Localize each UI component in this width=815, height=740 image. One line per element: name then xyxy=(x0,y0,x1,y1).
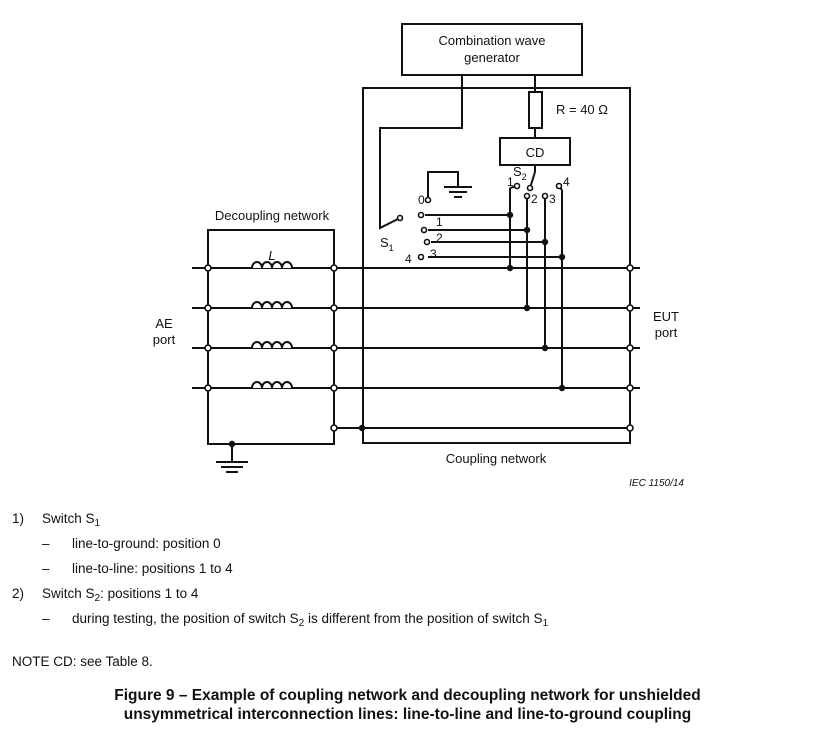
junction-dot-9 xyxy=(358,424,366,432)
terminal-2-1 xyxy=(204,304,212,312)
switch-contact-5 xyxy=(417,253,425,261)
terminal-4-2 xyxy=(330,384,338,392)
resistor-label: R = 40 Ω xyxy=(556,102,608,117)
cd-label: CD xyxy=(526,145,545,160)
inductor-label: L xyxy=(268,248,275,263)
junction-dot-1 xyxy=(506,211,514,219)
junction-dot-4 xyxy=(558,253,566,261)
ae-port-label-2: port xyxy=(153,332,176,347)
resistor xyxy=(528,91,543,129)
junction-dot-8 xyxy=(558,384,566,392)
switch-contact-9 xyxy=(523,192,531,200)
terminal-4-1 xyxy=(204,384,212,392)
terminal-ground-right xyxy=(626,424,634,432)
figure-caption: Figure 9 – Example of coupling network a… xyxy=(0,686,815,724)
s2-pos-2: 2 xyxy=(531,192,538,206)
generator-label-1: Combination wave xyxy=(439,33,546,48)
s1-pos-0: 0 xyxy=(418,193,425,207)
s2-pos-3: 3 xyxy=(549,192,556,206)
terminal-2-2 xyxy=(330,304,338,312)
inductor-coil-2 xyxy=(251,301,293,309)
caption-line-1: Figure 9 – Example of coupling network a… xyxy=(114,687,701,704)
terminal-1-2 xyxy=(330,264,338,272)
s2-pos-4: 4 xyxy=(563,175,570,189)
switch-contact-3 xyxy=(420,226,428,234)
switch-contact-8 xyxy=(526,184,534,192)
s1-pos-3: 3 xyxy=(430,247,437,261)
switch-contact-4 xyxy=(423,238,431,246)
caption-line-2: unsymmetrical interconnection lines: lin… xyxy=(123,706,692,723)
switch-contact-10 xyxy=(541,192,549,200)
eut-port-label-2: port xyxy=(655,325,678,340)
notes: 1)Switch S1 –line-to-ground: position 0 … xyxy=(12,506,802,631)
note-1: 1)Switch S1 xyxy=(12,511,101,529)
junction-dot-2 xyxy=(523,226,531,234)
source-reference: IEC 1150/14 xyxy=(629,478,684,489)
s2-pos-1: 1 xyxy=(507,175,514,189)
junction-dot-5 xyxy=(506,264,514,272)
terminal-ground-left xyxy=(330,424,338,432)
terminal-3-3 xyxy=(626,344,634,352)
generator-box xyxy=(401,23,583,76)
note-1a: –line-to-ground: position 0 xyxy=(42,536,221,551)
s1-label: S1 xyxy=(380,235,394,253)
terminal-3-1 xyxy=(204,344,212,352)
inductor-coil-4 xyxy=(251,381,293,389)
switch-contact-1 xyxy=(424,196,432,204)
junction-dot-6 xyxy=(523,304,531,312)
switch-contact-11 xyxy=(555,182,563,190)
terminal-1-3 xyxy=(626,264,634,272)
coupling-network-label: Coupling network xyxy=(446,451,547,466)
generator-label-2: generator xyxy=(464,50,520,65)
junction-dot-7 xyxy=(541,344,549,352)
generator-left-lead xyxy=(379,75,463,230)
s1-pos-2: 2 xyxy=(436,231,443,245)
coupling-network-box xyxy=(362,87,631,444)
note-1b: –line-to-line: positions 1 to 4 xyxy=(42,561,233,576)
s2-label: S2 xyxy=(513,164,527,182)
ground-lead-s1 xyxy=(427,171,459,200)
inductor-coil-3 xyxy=(251,341,293,349)
terminal-3-2 xyxy=(330,344,338,352)
switch-contact-6 xyxy=(396,214,404,222)
switch-contact-2 xyxy=(417,211,425,219)
terminal-4-3 xyxy=(626,384,634,392)
s1-pos-4: 4 xyxy=(405,252,412,266)
decoupling-network-label: Decoupling network xyxy=(215,208,330,223)
eut-port-label-1: EUT xyxy=(653,309,679,324)
junction-dot-10 xyxy=(228,440,236,448)
terminal-2-3 xyxy=(626,304,634,312)
circuit-diagram: Combination wave generator R = 40 Ω CD D… xyxy=(153,23,684,489)
inductor-coil-1 xyxy=(251,261,293,269)
note-2: 2)Switch S2: positions 1 to 4 xyxy=(12,586,199,604)
ae-port-label-1: AE xyxy=(155,316,173,331)
decoupling-network-box xyxy=(207,229,335,445)
s1-pos-1: 1 xyxy=(436,215,443,229)
table-note: NOTE CD: see Table 8. xyxy=(12,654,153,669)
note-2a: –during testing, the position of switch … xyxy=(42,611,549,629)
terminal-1-1 xyxy=(204,264,212,272)
switch-contact-7 xyxy=(513,182,521,190)
junction-dot-3 xyxy=(541,238,549,246)
